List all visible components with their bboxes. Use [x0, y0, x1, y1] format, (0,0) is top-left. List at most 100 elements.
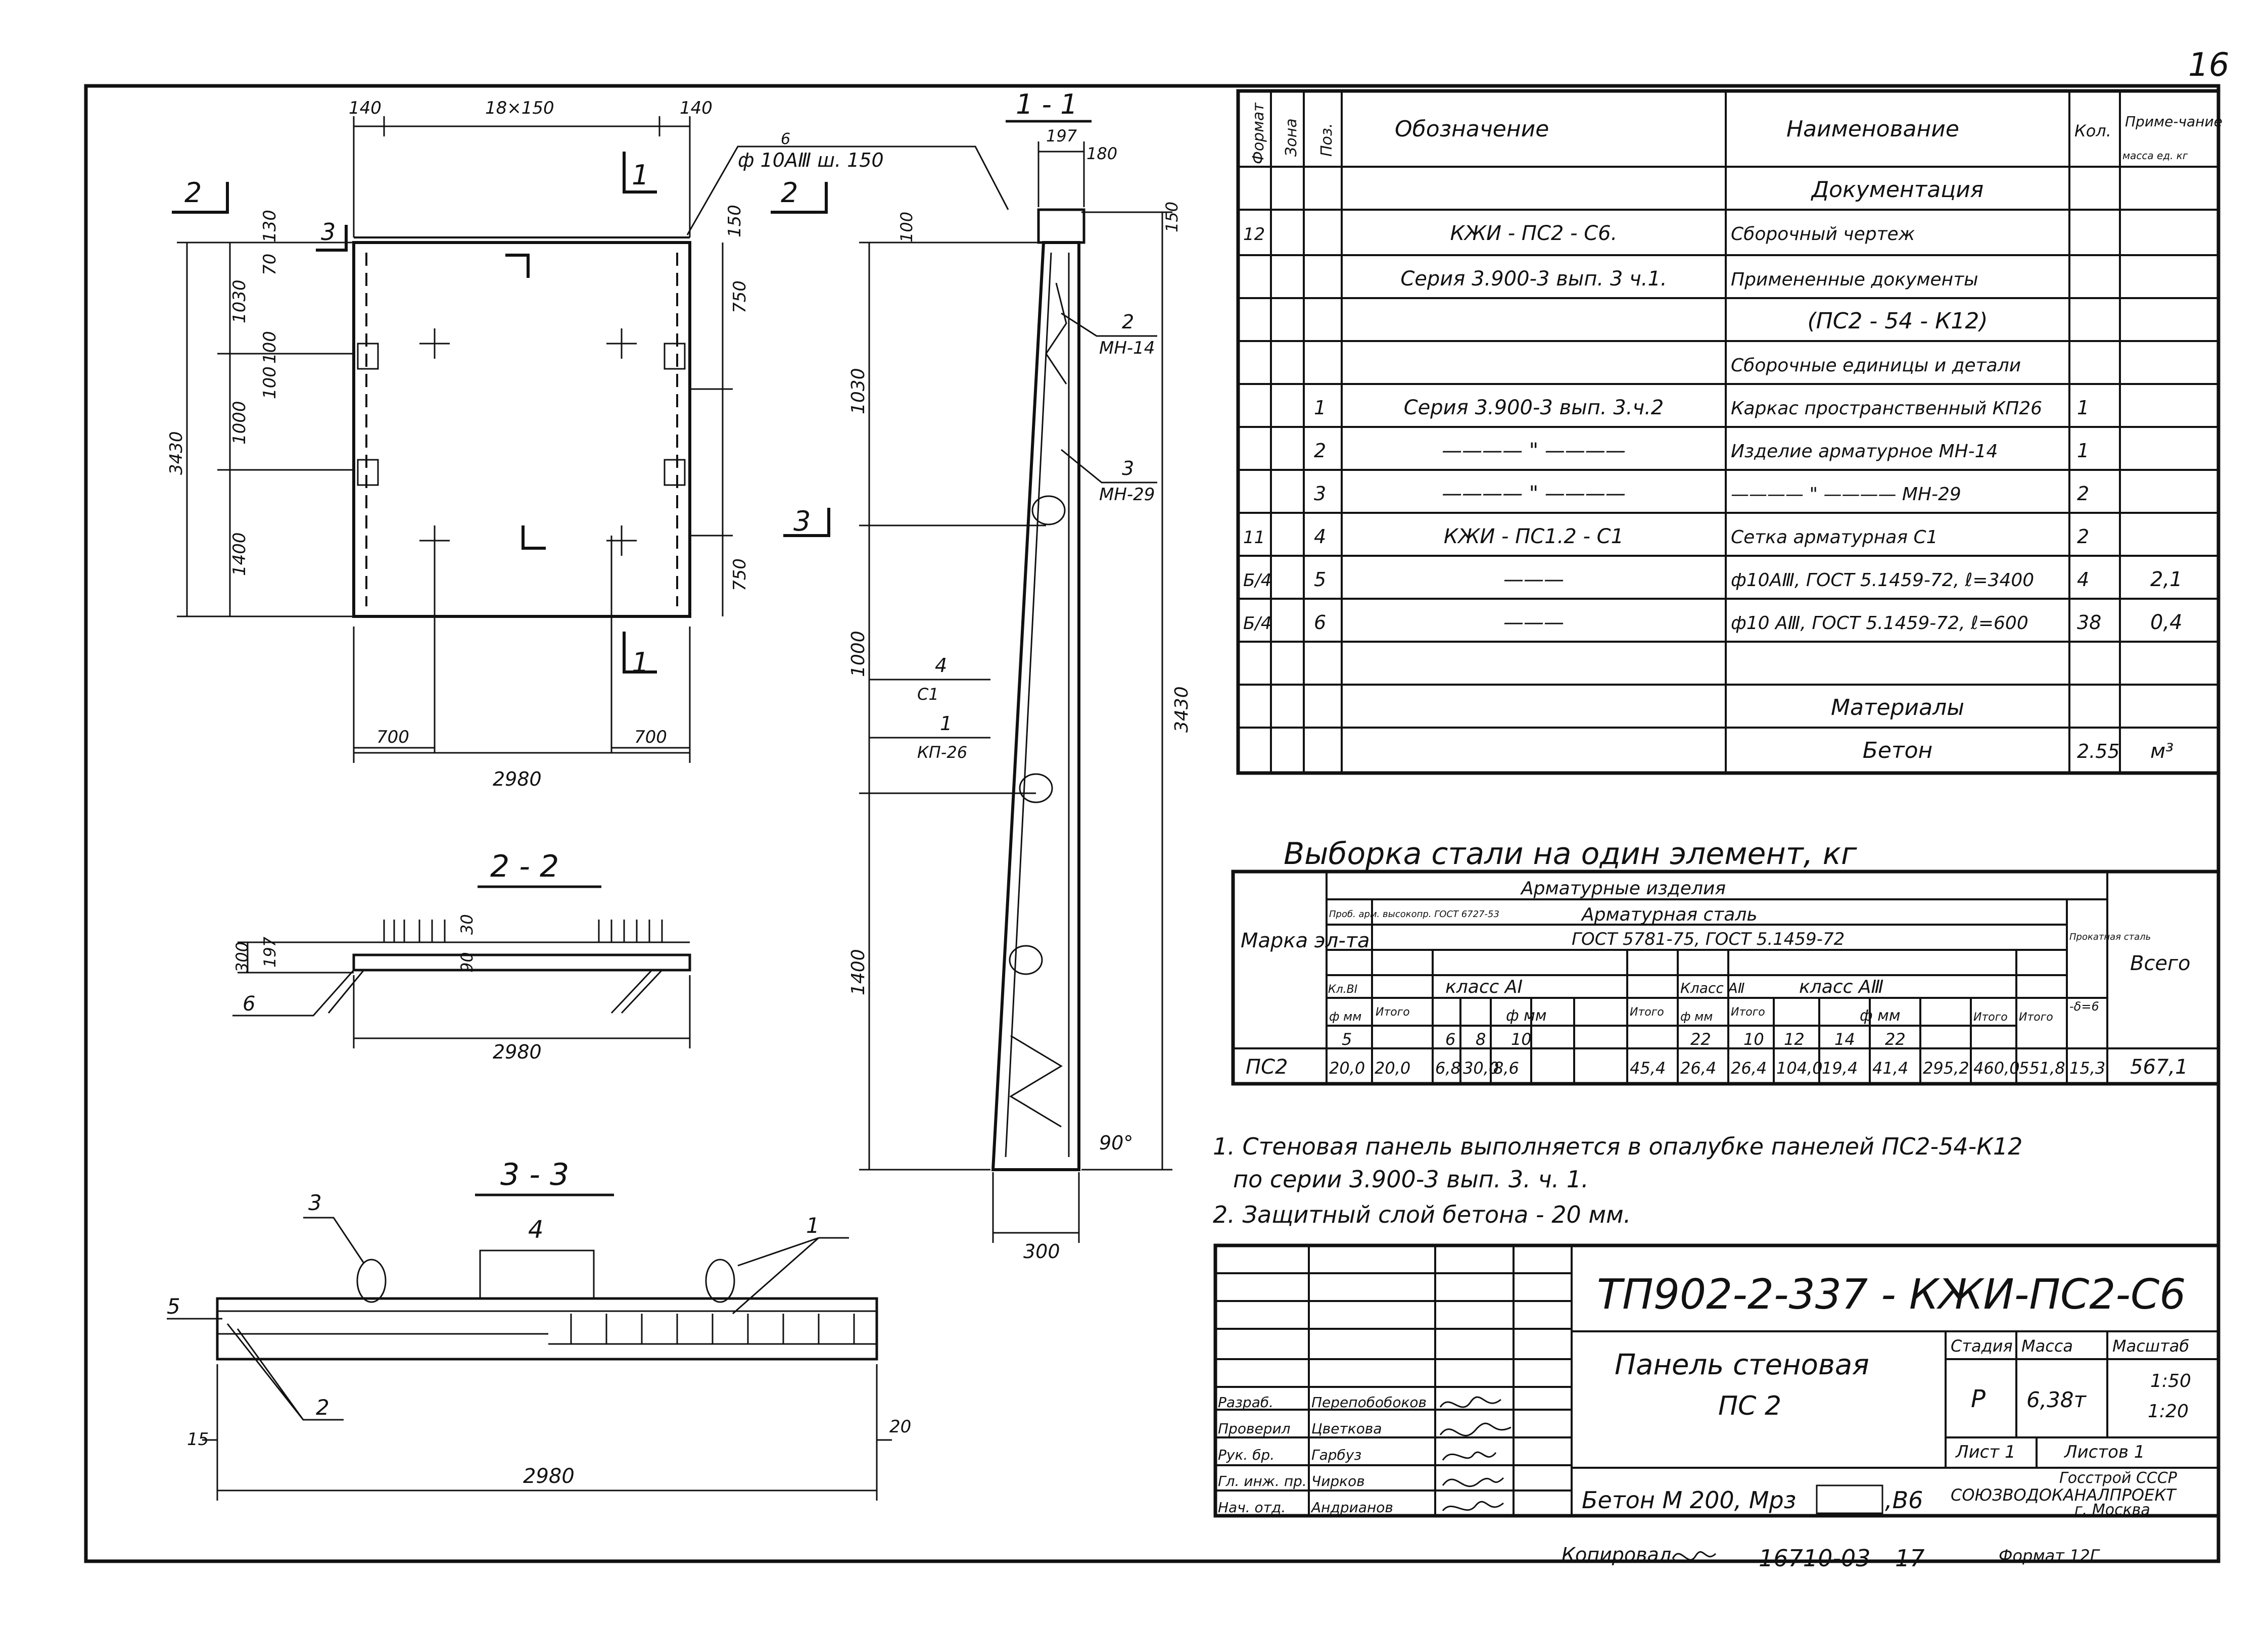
dim-right-750a: 750	[730, 280, 750, 313]
spec-h-note: Приме-чание	[2125, 113, 2223, 130]
signer-name: Чирков	[1311, 1473, 1365, 1489]
spec-row-pos: 5	[1314, 568, 1326, 591]
title-sheets: Листов 1	[2063, 1442, 2145, 1462]
s33-dim-20: 20	[889, 1417, 911, 1437]
steel-h-class-a2: Класс АⅡ	[1680, 980, 1745, 996]
s11-callout-1-sub: КП-26	[917, 743, 967, 762]
spec-row-name: Примененные документы	[1731, 269, 1978, 290]
signer-role: Разраб.	[1218, 1394, 1273, 1411]
steel-h-dia-a2: ф мм	[1680, 1009, 1713, 1024]
signer-role: Нач. отд.	[1218, 1499, 1286, 1516]
section-mark-2-right: 2	[781, 177, 798, 209]
steel-value: 8,6	[1493, 1059, 1519, 1078]
steel-value: 41,4	[1872, 1059, 1908, 1078]
frost-grade-box	[1816, 1484, 1883, 1514]
s11-dim-300: 300	[1023, 1240, 1060, 1263]
spec-row-qty: 38	[2077, 611, 2101, 634]
note-2: 2. Защитный слой бетона - 20 мм.	[1213, 1201, 1631, 1228]
title-block: ТП902-2-337 - КЖИ-ПС2-С6 Панель стеновая…	[1213, 1243, 2220, 1519]
s22-dim-90: 90	[457, 952, 477, 973]
s33-pos-1: 1	[806, 1213, 820, 1238]
signer-role: Проверил	[1218, 1420, 1291, 1437]
steel-dia: 6	[1445, 1030, 1455, 1049]
spec-row-name: (ПС2 - 54 - К12)	[1807, 308, 1988, 334]
rebar-label: ф 10АⅢ ш. 150	[738, 149, 884, 171]
dim-bottom-700b: 700	[634, 727, 667, 747]
spec-row-designation: КЖИ - ПС1.2 - С1	[1444, 525, 1624, 548]
s33-dim-15: 15	[187, 1429, 209, 1450]
signer-name: Цветкова	[1311, 1420, 1382, 1437]
steel-h-dia-a3: ф мм	[1860, 1007, 1900, 1025]
dim-bottom-700a: 700	[376, 727, 409, 747]
title-stage: Р	[1971, 1385, 1986, 1413]
s33-pos-4: 4	[528, 1216, 544, 1244]
s33-pos-5: 5	[167, 1294, 180, 1319]
spec-row-pos: 1	[1314, 397, 1326, 419]
spec-row-pos: 4	[1314, 525, 1326, 548]
steel-value: 567,1	[2130, 1055, 2188, 1079]
spec-row-designation: Серия 3.900-3 вып. 3.ч.2	[1404, 396, 1664, 419]
title-concrete: Бетон М 200, Мрз	[1582, 1486, 1796, 1514]
spec-row-name: Сборочные единицы и детали	[1731, 355, 2021, 376]
spec-row-note: 0,4	[2150, 611, 2183, 634]
dim-right-150: 150	[725, 205, 745, 237]
plan-view: 140 18×150 140 130 1030 70 100 100 1000 …	[166, 98, 1009, 790]
title-concrete-suffix: ,В6	[1885, 1486, 1923, 1514]
steel-h-dia-a1: ф мм	[1506, 1007, 1546, 1025]
spec-row-note: 2,1	[2150, 568, 2183, 591]
section-mark-1-top: 1	[632, 159, 649, 191]
s11-callout-3: 3	[1122, 457, 1134, 479]
dim-top-140a: 140	[349, 98, 382, 118]
steel-h-rolled: Прокатная сталь	[2069, 932, 2151, 942]
s33-pos-3: 3	[308, 1190, 322, 1215]
steel-h-total-4: Итого	[1973, 1011, 2008, 1024]
title-scale-1: 1:50	[2150, 1371, 2191, 1391]
spec-row-format: Б/4	[1243, 570, 1271, 591]
dim-bottom-2980: 2980	[493, 768, 542, 790]
s11-dim-100: 100	[897, 212, 916, 243]
dim-left-100a: 100	[260, 331, 280, 364]
steel-h-mark: Марка эл-та	[1241, 929, 1370, 952]
bottom-format: Формат 12Г	[1999, 1546, 2100, 1565]
s11-callout-2-sub: МН-14	[1099, 338, 1155, 358]
spec-h-designation: Обозначение	[1395, 116, 1549, 142]
title-sheet: Лист 1	[1955, 1442, 2016, 1462]
note-1: 1. Стеновая панель выполняется в опалубк…	[1213, 1133, 2022, 1160]
spec-row-name: Бетон	[1863, 738, 1933, 763]
signer-role: Рук. бр.	[1218, 1447, 1274, 1463]
steel-value: 295,2	[1923, 1059, 1969, 1078]
s11-dim-150: 150	[1162, 202, 1182, 232]
panel-outline	[352, 241, 691, 618]
spec-row-designation: КЖИ - ПС2 - С6.	[1450, 222, 1618, 245]
steel-h-class-a1: класс АI	[1445, 977, 1523, 997]
spec-row-format: Б/4	[1243, 613, 1271, 634]
steel-h-wire: Проб. арм. высокопр. ГОСТ 6727-53	[1329, 909, 1499, 920]
spec-row-qty: 2	[2077, 525, 2089, 548]
s11-callout-1: 1	[940, 712, 952, 735]
steel-dia: 5	[1342, 1030, 1352, 1049]
dim-top-140b: 140	[680, 98, 713, 118]
s22-dim-2980: 2980	[493, 1041, 542, 1063]
title-org-2: СОЮЗВОДОКАНАЛПРОЕКТ	[1951, 1485, 2177, 1505]
steel-value: 15,3	[2069, 1059, 2105, 1078]
spec-row-name: Материалы	[1831, 695, 1964, 720]
s11-dim-1000: 1000	[848, 631, 869, 677]
specification-table: Формат Зона Поз. Обозначение Наименовани…	[1236, 89, 2223, 775]
s11-callout-3-sub: МН-29	[1099, 485, 1155, 505]
steel-value: 104,0	[1776, 1059, 1823, 1078]
s11-dim-180: 180	[1086, 144, 1117, 163]
steel-value: 45,4	[1630, 1059, 1666, 1078]
steel-h-all: Всего	[2130, 952, 2191, 975]
steel-value: 30,0	[1463, 1059, 1499, 1078]
steel-h-total-3: Итого	[1731, 1006, 1765, 1019]
spec-h-qty: Кол.	[2074, 121, 2111, 140]
steel-title: Выборка стали на один элемент, кг	[1284, 836, 1857, 872]
dim-left-70: 70	[260, 254, 280, 275]
signer-role: Гл. инж. пр.	[1218, 1473, 1307, 1489]
spec-h-note-sub: масса ед. кг	[2122, 150, 2188, 162]
steel-h-total-2: Итого	[1630, 1006, 1664, 1019]
title-scale-2: 1:20	[2148, 1401, 2189, 1422]
dim-left-3430: 3430	[166, 431, 186, 475]
